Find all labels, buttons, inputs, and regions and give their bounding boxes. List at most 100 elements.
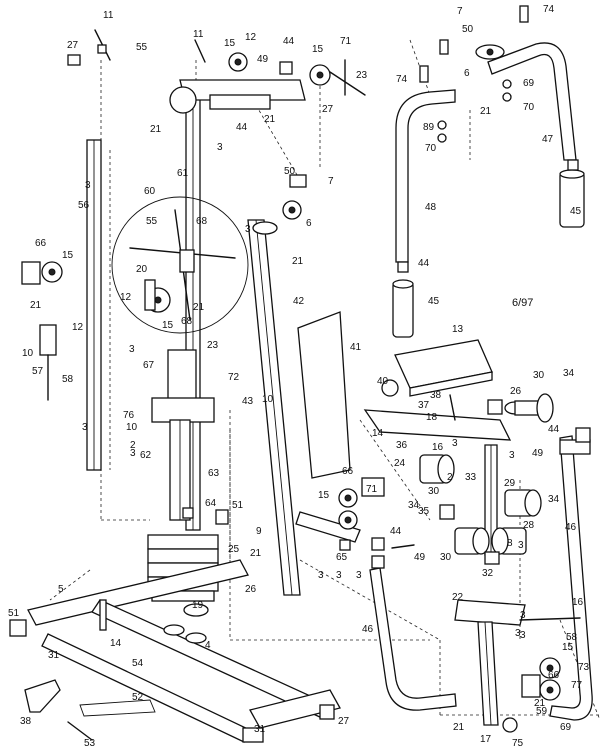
label: 3 [336,570,342,581]
label: 46 [565,522,577,533]
label: 73 [578,662,590,673]
label: 3 [217,142,223,153]
label: 27 [322,104,334,115]
label: 68 [181,316,193,327]
label: 53 [84,738,96,749]
label: 44 [418,258,430,269]
label: 61 [177,168,189,179]
label: 23 [207,340,219,351]
label: 63 [208,468,220,479]
label: 49 [257,54,269,65]
label: 14 [110,638,122,649]
label: 36 [396,440,408,451]
part-labels: 11 27 55 11 12 15 44 15 71 7 74 50 6 74 … [8,4,590,749]
label: 72 [228,372,240,383]
label: 43 [242,396,254,407]
label: 25 [228,544,240,555]
label: 68 [196,216,208,227]
label: 45 [570,206,582,217]
label: 48 [425,202,437,213]
label: 70 [523,102,535,113]
date-code: 6/97 [512,297,533,309]
label: 56 [78,200,90,211]
label: 14 [372,428,384,439]
label: 30 [428,486,440,497]
label: 65 [336,552,348,563]
label: 27 [67,40,79,51]
label: 49 [414,552,426,563]
label: 59 [536,706,548,717]
label: 66 [548,670,560,681]
label: 40 [377,376,389,387]
label: 6 [464,68,470,79]
label: 60 [144,186,156,197]
label: 38 [20,716,32,727]
label: 75 [512,738,524,749]
label: 46 [362,624,374,635]
label: 19 [192,600,204,611]
label: 4 [205,640,211,651]
label: 21 [150,124,162,135]
label: 16 [572,597,584,608]
label: 66 [35,238,47,249]
label: 66 [342,466,354,477]
label: 3 [245,224,251,235]
label: 50 [462,24,474,35]
label: 51 [8,608,20,619]
label: 41 [350,342,362,353]
label: 15 [62,250,74,261]
label: 12 [120,292,132,303]
label: 89 [423,122,435,133]
label: 10 [22,348,34,359]
label: 15 [224,38,236,49]
label: 3 [130,448,136,459]
label: 67 [143,360,155,371]
label: 44 [390,526,402,537]
label: 3 [129,344,135,355]
label: 21 [30,300,42,311]
label: 21 [480,106,492,117]
label: 8 [507,538,513,549]
label: 15 [562,642,574,653]
label: 3 [518,540,524,551]
label: 21 [534,698,546,709]
label: 58 [62,374,74,385]
label: 44 [548,424,560,435]
label: 49 [532,448,544,459]
label: 34 [563,368,575,379]
label: 12 [245,32,257,43]
label: 26 [245,584,257,595]
label: 57 [32,366,44,377]
label: 69 [523,78,535,89]
label: 54 [132,658,144,669]
label: 26 [510,386,522,397]
label: 3 [520,630,526,641]
label: 3 [318,570,324,581]
base-frame [9,559,341,743]
label: 69 [560,722,572,733]
label: 55 [136,42,148,53]
label: 45 [428,296,440,307]
label: 3 [515,628,521,639]
label: 58 [566,632,578,643]
label: 24 [394,458,406,469]
label: 64 [205,498,217,509]
label: 3 [509,450,515,461]
label: 71 [366,484,378,495]
label: 27 [338,716,350,727]
label: 31 [254,724,266,735]
label: 10 [126,422,138,433]
label: 31 [48,650,60,661]
label: 15 [312,44,324,55]
label: 76 [123,410,135,421]
label: 2 [447,472,453,483]
label: 33 [465,472,477,483]
label: 3 [520,610,526,621]
label: 21 [264,114,276,125]
label: 6 [306,218,312,229]
label: 70 [425,143,437,154]
label: 74 [396,74,408,85]
label: 2 [130,440,136,451]
detail-circle [111,196,249,334]
label: 17 [480,734,492,745]
